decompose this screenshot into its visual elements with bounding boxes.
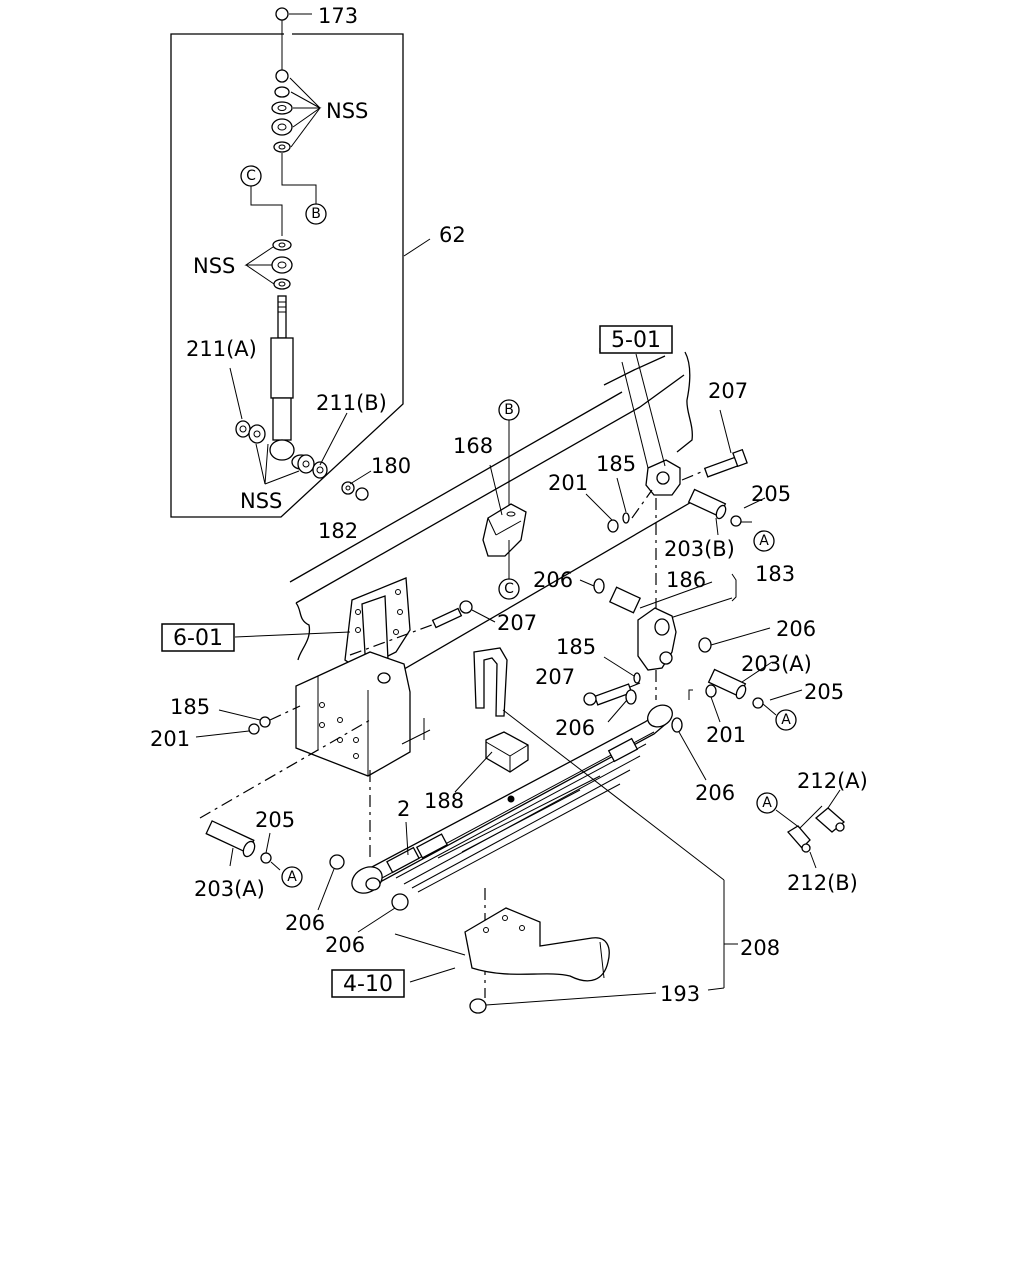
label-nss-top: NSS <box>326 99 368 123</box>
part-labels: 173 NSS NSS NSS 62 211(A) 211(B) 180 182… <box>150 4 868 1006</box>
label-193: 193 <box>660 982 700 1006</box>
label-182: 182 <box>318 519 358 543</box>
label-201-top: 201 <box>548 471 588 495</box>
label-212b: 212(B) <box>787 871 858 895</box>
leaf-spring <box>199 647 738 998</box>
label-205-left: 205 <box>255 808 295 832</box>
label-205-top: 205 <box>751 482 791 506</box>
ref-6-01: 6-01 <box>173 626 223 651</box>
front-hanger-bracket <box>195 577 496 777</box>
label-201-right: 201 <box>706 723 746 747</box>
label-206-right: 206 <box>776 617 816 641</box>
label-205-right: 205 <box>804 680 844 704</box>
ref-4-10: 4-10 <box>343 972 393 997</box>
marker-a-right: A <box>781 712 791 728</box>
label-203a-left: 203(A) <box>194 877 265 901</box>
label-206-mid: 206 <box>555 716 595 740</box>
rear-hanger-shackle <box>579 353 803 723</box>
label-211a: 211(A) <box>186 337 257 361</box>
label-211b: 211(B) <box>316 391 387 415</box>
label-203a-right: 203(A) <box>741 652 812 676</box>
label-185-top: 185 <box>596 452 636 476</box>
label-206-lb: 206 <box>325 933 365 957</box>
label-185-left: 185 <box>170 695 210 719</box>
label-201-left: 201 <box>150 727 190 751</box>
marker-a-left: A <box>287 869 297 885</box>
spring-bracket <box>482 418 527 580</box>
marker-b-top: B <box>311 206 321 222</box>
label-168: 168 <box>453 434 493 458</box>
circle-markers: C B B C A A A A <box>240 165 797 888</box>
marker-b-bracket: B <box>504 402 514 418</box>
shock-absorber-kit <box>170 7 431 518</box>
marker-a-top: A <box>759 533 769 549</box>
label-212a: 212(A) <box>797 769 868 793</box>
label-207-mid: 207 <box>497 611 537 635</box>
label-186: 186 <box>666 568 706 592</box>
reference-boxes: 5-01 6-01 4-10 <box>161 325 673 998</box>
ref-5-01: 5-01 <box>611 328 661 353</box>
label-206-a: 206 <box>533 568 573 592</box>
label-185-mid: 185 <box>556 635 596 659</box>
label-206-low: 206 <box>695 781 735 805</box>
label-203b: 203(B) <box>664 537 735 561</box>
label-nss-bot: NSS <box>240 489 282 513</box>
label-62: 62 <box>439 223 466 247</box>
marker-c-bracket: C <box>504 581 514 597</box>
label-207-low: 207 <box>535 665 575 689</box>
label-208: 208 <box>740 936 780 960</box>
axle <box>394 907 657 1014</box>
label-206-ll: 206 <box>285 911 325 935</box>
marker-c-top: C <box>246 168 256 184</box>
label-173: 173 <box>318 4 358 28</box>
label-183: 183 <box>755 562 795 586</box>
label-nss-mid: NSS <box>193 254 235 278</box>
label-2: 2 <box>397 797 410 821</box>
label-207-top: 207 <box>708 379 748 403</box>
marker-a-grease: A <box>762 795 772 811</box>
label-180: 180 <box>371 454 411 478</box>
grease-nipples <box>775 789 846 869</box>
label-188: 188 <box>424 789 464 813</box>
